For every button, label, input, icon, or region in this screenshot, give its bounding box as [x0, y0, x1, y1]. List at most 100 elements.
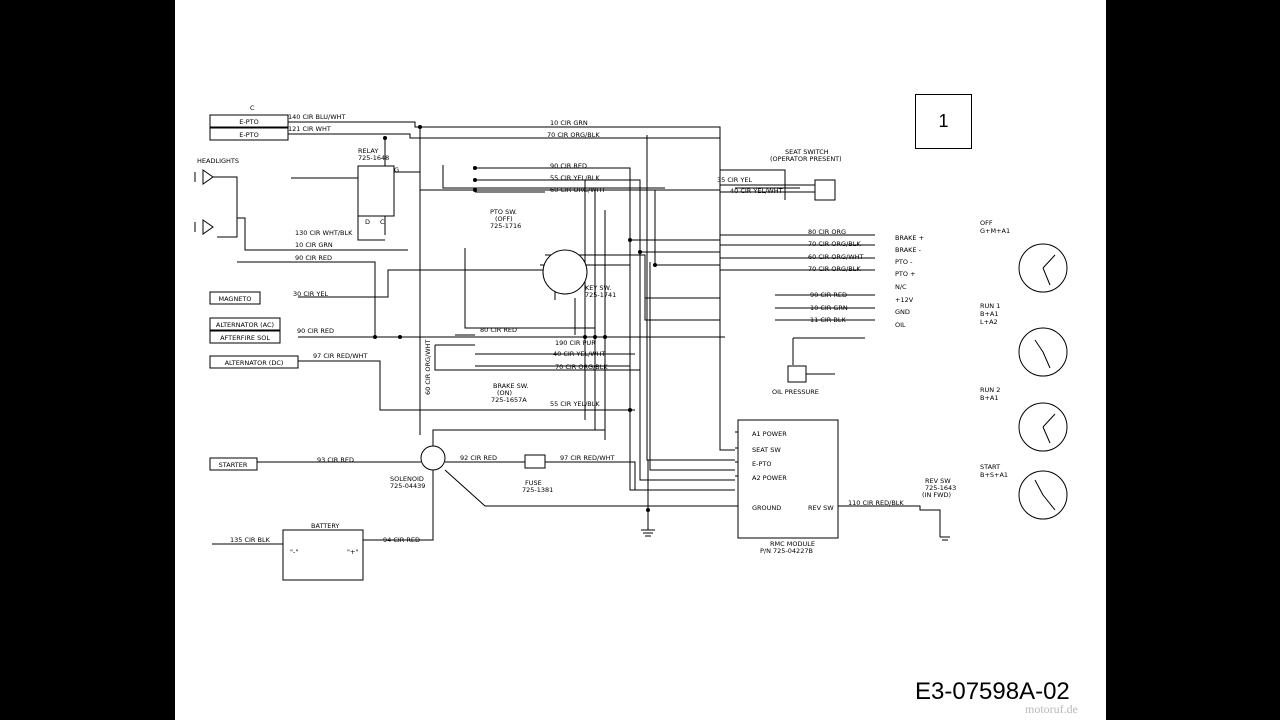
brake-switch-state: (ON): [497, 389, 512, 397]
terminal-12v: +12V: [895, 296, 914, 304]
terminal-brake-minus: BRAKE -: [895, 246, 922, 254]
wire-label: 60 CIR ORG/WHT: [424, 339, 432, 395]
battery-label: BATTERY: [311, 522, 339, 530]
seat-switch-state: (OPERATOR PRESENT): [770, 155, 842, 163]
key-start-combo: B+S+A1: [980, 471, 1008, 479]
key-run1-combo2: L+A2: [980, 318, 998, 326]
watermark: motoruf.de: [1025, 702, 1078, 716]
fuse-pn: 725-1381: [522, 486, 553, 494]
rev-switch-state: (IN FWD): [922, 491, 951, 499]
pto-switch-name: PTO SW.: [490, 208, 517, 216]
rmc-pin-revsw: REV SW: [808, 504, 834, 512]
seat-switch-name: SEAT SWITCH: [785, 148, 829, 156]
wire-label: 140 CIR BLU/WHT: [288, 113, 346, 121]
wire-label: 40 CIR YEL/WHT: [730, 187, 783, 195]
wire-label: 55 CIR YEL/BLK: [550, 174, 600, 182]
rmc-pin-epto: E-PTO: [752, 460, 771, 468]
wire-label: 190 CIR PUR: [555, 339, 596, 347]
relay-pin-g: G: [394, 166, 399, 174]
key-run2-combo: B+A1: [980, 394, 999, 402]
junction-dots: [373, 125, 657, 512]
epto2-label: E-PTO: [239, 131, 258, 139]
brake-switch-name: BRAKE SW.: [493, 382, 528, 390]
label-c: C: [250, 104, 255, 112]
wiring-diagram: C E-PTO E-PTO HEADLIGHTS MAGNETO ALTERNA…: [194, 104, 1068, 581]
wire-label: 70 CIR ORG/BLK: [808, 265, 861, 273]
key-off-label: OFF: [980, 219, 993, 227]
wire-label: 55 CIR YEL/BLK: [550, 400, 600, 408]
battery-pos: "+": [347, 548, 358, 556]
oil-pressure-label: OIL PRESSURE: [772, 388, 819, 396]
rev-switch-name: REV SW: [925, 477, 951, 485]
wire-label: 90 CIR RED: [297, 327, 334, 335]
wire-label: 10 CIR GRN: [810, 304, 848, 312]
headlight-symbols: [194, 169, 214, 235]
wire-lines: [212, 121, 950, 581]
wire-label: 97 CIR RED/WHT: [560, 454, 615, 462]
wire-label: 90 CIR RED: [295, 254, 332, 262]
rmc-pin-a2: A2 POWER: [752, 474, 787, 482]
page-number-box: 1: [915, 94, 972, 149]
rev-switch-pn: 725-1643: [925, 484, 956, 492]
wire-label: 60 CIR ORG/WHT: [808, 253, 864, 261]
rmc-pn: P/N 725-04227B: [760, 547, 813, 555]
key-off-combo: G+M+A1: [980, 227, 1010, 235]
wire-label: 90 CIR RED: [810, 291, 847, 299]
rmc-pin-ground: GROUND: [752, 504, 781, 512]
key-position-diagrams: [1018, 243, 1068, 520]
key-run1-combo1: B+A1: [980, 310, 999, 318]
brake-switch-pn: 725-1657A: [491, 396, 527, 404]
epto1-label: E-PTO: [239, 118, 258, 126]
terminal-labels: BRAKE + BRAKE - PTO - PTO + N/C +12V GND…: [895, 234, 924, 329]
key-run1-label: RUN 1: [980, 302, 1000, 310]
solenoid-pn: 725-04439: [390, 482, 425, 490]
key-position-labels: OFF G+M+A1 RUN 1 B+A1 L+A2 RUN 2 B+A1 ST…: [980, 219, 1010, 479]
terminal-pto-plus: PTO +: [895, 270, 916, 278]
key-switch-name: KEY SW.: [585, 284, 611, 292]
terminal-nc: N/C: [895, 283, 907, 291]
wire-label: 130 CIR WHT/BLK: [295, 229, 353, 237]
terminal-oil: OIL: [895, 321, 906, 329]
key-start-label: START: [980, 463, 1000, 471]
wire-label: 10 CIR GRN: [295, 241, 333, 249]
alternator-ac-label: ALTERNATOR (AC): [216, 321, 274, 329]
headlights-label: HEADLIGHTS: [197, 157, 239, 165]
wire-label: 93 CIR RED: [317, 456, 354, 464]
key-switch-pn: 725-1741: [585, 291, 616, 299]
wire-label: 60 CIR ORG/WHT: [550, 186, 606, 194]
wire-label: 97 CIR RED/WHT: [313, 352, 368, 360]
wire-label: 70 CIR ORG/BLK: [555, 363, 608, 371]
rmc-pin-a1: A1 POWER: [752, 430, 787, 438]
wire-label: 10 CIR GRN: [550, 119, 588, 127]
wire-labels: 140 CIR BLU/WHT 121 CIR WHT 10 CIR GRN 7…: [230, 113, 904, 544]
document-reference: E3-07598A-02: [915, 678, 1070, 705]
terminal-pto-minus: PTO -: [895, 258, 913, 266]
wire-label: 92 CIR RED: [460, 454, 497, 462]
alternator-dc-label: ALTERNATOR (DC): [225, 359, 284, 367]
wire-label: 110 CIR RED/BLK: [848, 499, 904, 507]
rmc-pin-seat: SEAT SW: [752, 446, 781, 454]
relay-pin-c: C: [380, 218, 385, 226]
wire-label: 90 CIR RED: [550, 162, 587, 170]
terminal-gnd: GND: [895, 308, 910, 316]
component-labels: C E-PTO E-PTO HEADLIGHTS MAGNETO ALTERNA…: [197, 104, 956, 556]
key-switch-symbol: [542, 249, 588, 295]
pto-switch-state: (OFF): [495, 215, 513, 223]
fuse-name: FUSE: [525, 479, 542, 487]
key-run2-label: RUN 2: [980, 386, 1000, 394]
magneto-label: MAGNETO: [218, 295, 251, 303]
battery-neg: "-": [290, 548, 298, 556]
schematic-sheet: C E-PTO E-PTO HEADLIGHTS MAGNETO ALTERNA…: [175, 0, 1106, 720]
pto-switch-pn: 725-1716: [490, 222, 521, 230]
terminal-brake-plus: BRAKE +: [895, 234, 924, 242]
wire-label: 80 CIR RED: [480, 326, 517, 334]
wire-label: 121 CIR WHT: [288, 125, 331, 133]
relay-pn: 725-1648: [358, 154, 389, 162]
afterfire-sol-label: AFTERFIRE SOL: [220, 334, 270, 342]
wire-label: 35 CIR YEL: [717, 176, 752, 184]
wire-label: 30 CIR YEL: [293, 290, 328, 298]
wire-label: 11 CIR BLK: [810, 316, 846, 324]
relay-name: RELAY: [358, 147, 378, 155]
starter-label: STARTER: [219, 461, 248, 469]
rmc-name: RMC MODULE: [770, 540, 815, 548]
